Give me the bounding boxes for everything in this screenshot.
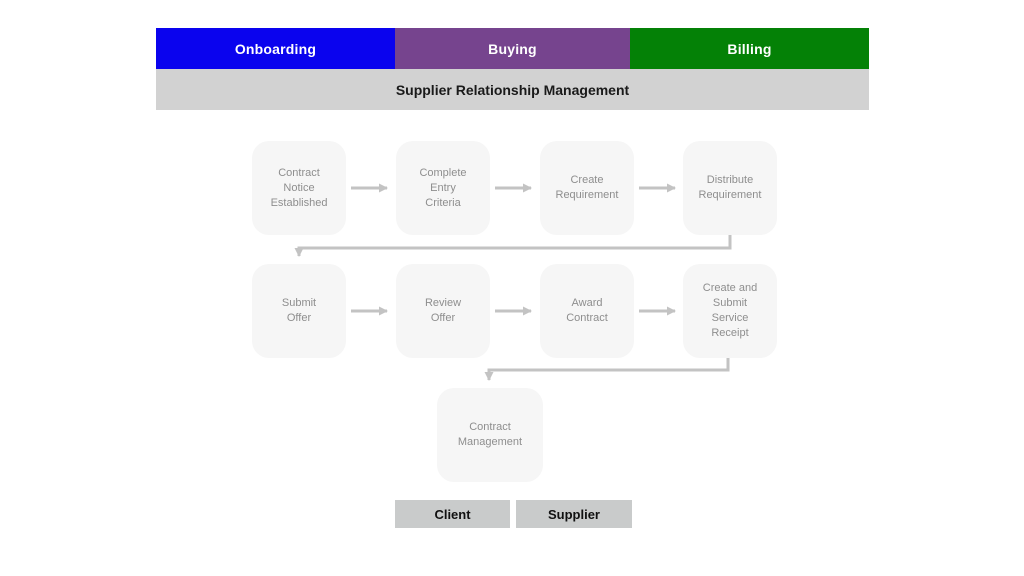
- flow-step-contract-notice-established: Contract Notice Established: [252, 141, 346, 235]
- arrow-elbow-row2-row3: [484, 358, 730, 381]
- arrow-elbow-row1-row2: [294, 235, 732, 257]
- flow-step-create-requirement: Create Requirement: [540, 141, 634, 235]
- flow-step-complete-entry-criteria: Complete Entry Criteria: [396, 141, 490, 235]
- diagram-title: Supplier Relationship Management: [156, 69, 869, 110]
- flow-step-distribute-requirement: Distribute Requirement: [683, 141, 777, 235]
- legend-supplier: Supplier: [516, 500, 632, 528]
- phase-onboarding: Onboarding: [156, 28, 395, 69]
- flow-step-review-offer: Review Offer: [396, 264, 490, 358]
- flow-step-create-and-submit-service-receipt: Create and Submit Service Receipt: [683, 264, 777, 358]
- phase-buying: Buying: [395, 28, 630, 69]
- legend-client: Client: [395, 500, 510, 528]
- flow-step-award-contract: Award Contract: [540, 264, 634, 358]
- flow-step-submit-offer: Submit Offer: [252, 264, 346, 358]
- phase-bar: Onboarding Buying Billing: [156, 28, 869, 69]
- flow-step-contract-management: Contract Management: [437, 388, 543, 482]
- phase-billing: Billing: [630, 28, 869, 69]
